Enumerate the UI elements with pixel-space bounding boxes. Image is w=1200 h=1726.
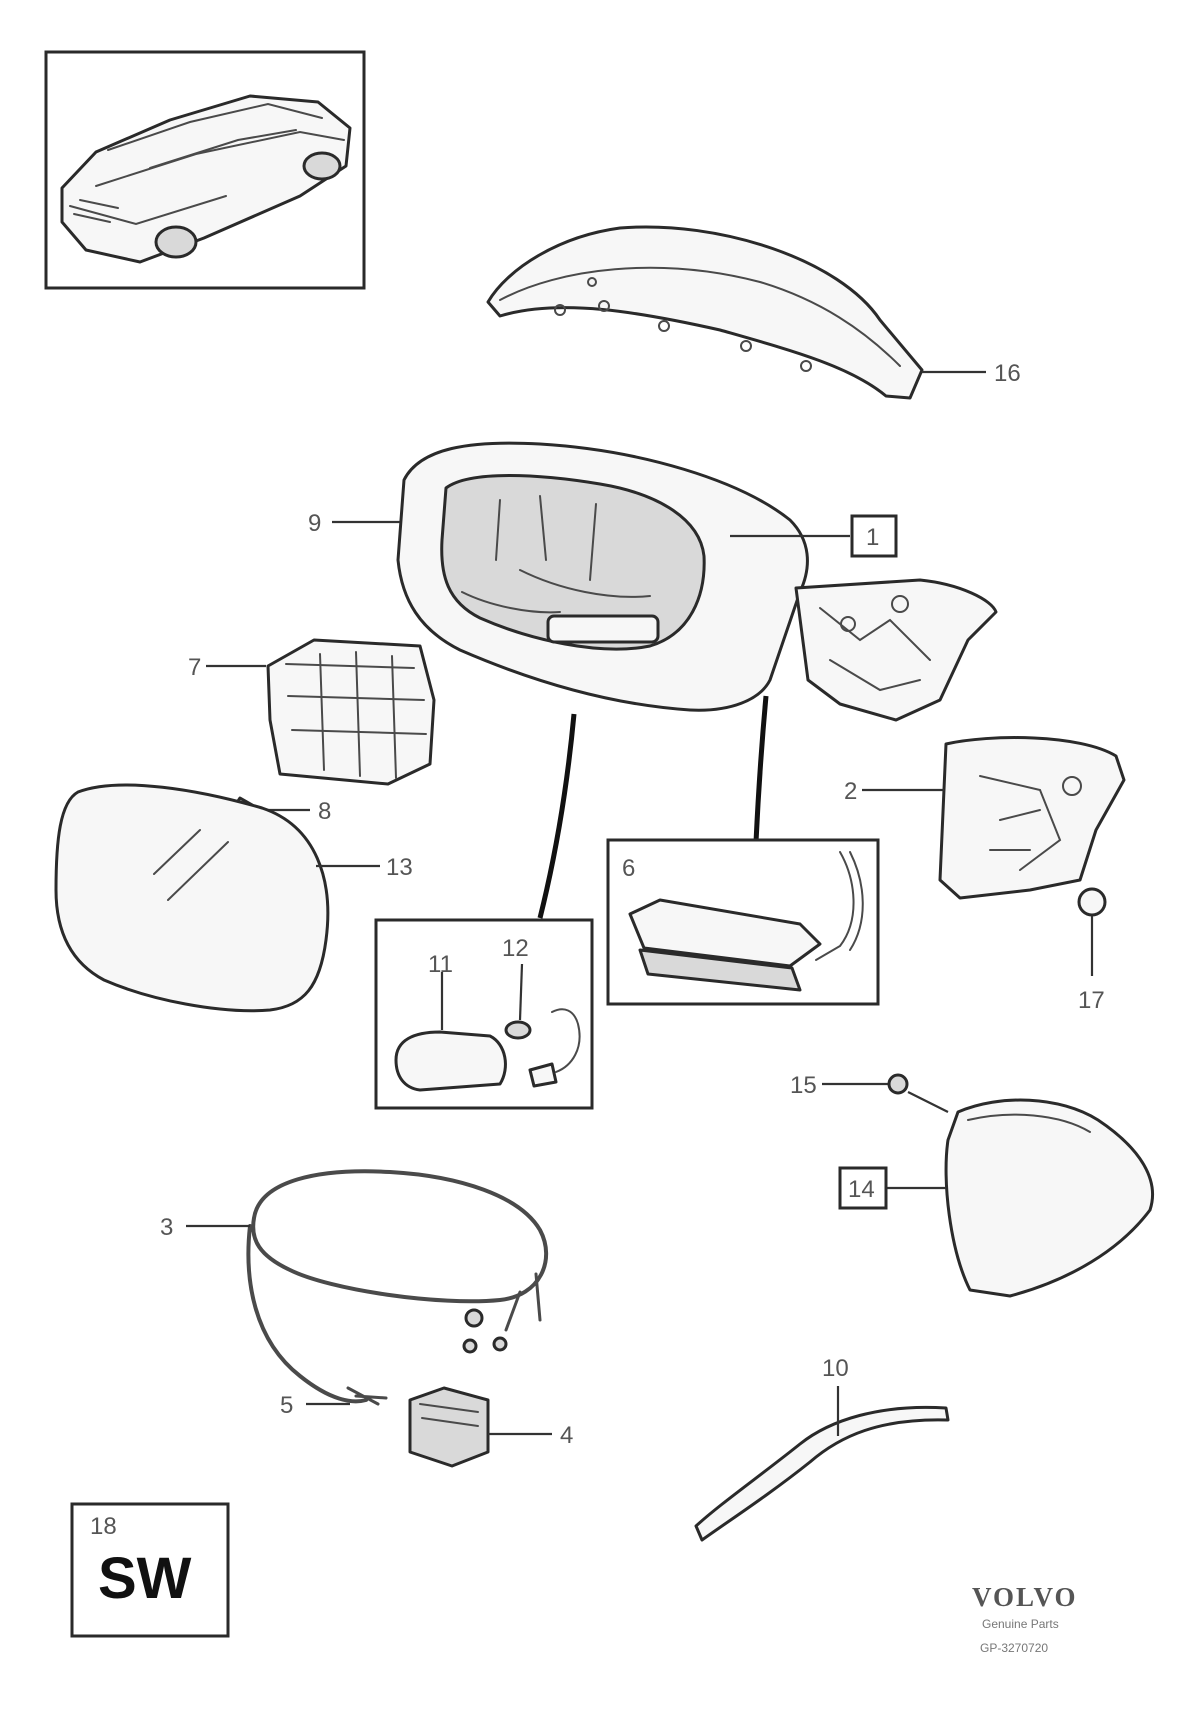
part-9-mirror-housing: [332, 441, 850, 712]
detail-box-parts-11-12: [374, 918, 594, 1110]
detail-box-part-6: [606, 838, 880, 1006]
market-code-sw: SW: [98, 1546, 192, 1611]
callout-1: 1: [866, 524, 879, 551]
part-16-cover-strip: [486, 225, 986, 400]
car-illustration: [60, 94, 352, 264]
callout-17: 17: [1078, 987, 1105, 1014]
callout-9: 9: [308, 510, 321, 537]
part-14-outer-cover: [886, 1091, 1155, 1298]
callout-13: 13: [386, 854, 413, 881]
callout-1-box: [850, 514, 898, 558]
diagram-code: GP-3270720: [980, 1641, 1048, 1655]
part-2-inner-housing: [862, 736, 1126, 900]
brand-logo-text: VOLVO: [972, 1582, 1077, 1612]
callout-3: 3: [160, 1214, 173, 1241]
callout-14-box: [838, 1166, 888, 1210]
vehicle-thumbnail: [44, 50, 366, 290]
callout-2: 2: [844, 778, 857, 805]
callout-4: 4: [560, 1422, 573, 1449]
callout-15: 15: [790, 1072, 817, 1099]
callout-18: 18: [90, 1513, 117, 1540]
callout-14: 14: [848, 1176, 875, 1203]
part-5-terminals: [306, 1386, 388, 1406]
callout-6: 6: [622, 855, 635, 882]
part-4-connector: [408, 1386, 552, 1468]
callout-5: 5: [280, 1392, 293, 1419]
part-7-adjustment-motor: [206, 638, 436, 786]
part-15-nut: [822, 1073, 909, 1095]
callout-12: 12: [502, 935, 529, 962]
market-variant-box: 18 SW: [70, 1502, 230, 1638]
callout-11: 11: [428, 951, 453, 978]
callout-7: 7: [188, 654, 201, 681]
part-17-grommet: [1077, 887, 1107, 976]
arrow-to-box-11-12: [537, 713, 577, 919]
mirror-base-mechanism: [794, 578, 998, 722]
brand-subtitle: Genuine Parts: [982, 1617, 1059, 1631]
callout-8: 8: [318, 798, 331, 825]
part-3-cable-harness: [186, 1169, 549, 1404]
part-13-mirror-glass: [54, 783, 380, 1013]
brand-block: VOLVO Genuine Parts GP-3270720: [972, 1582, 1077, 1655]
callout-16: 16: [994, 360, 1021, 387]
arrow-to-box-6: [753, 695, 769, 843]
callout-10: 10: [822, 1355, 849, 1382]
part-10-seal-strip: [694, 1386, 950, 1542]
